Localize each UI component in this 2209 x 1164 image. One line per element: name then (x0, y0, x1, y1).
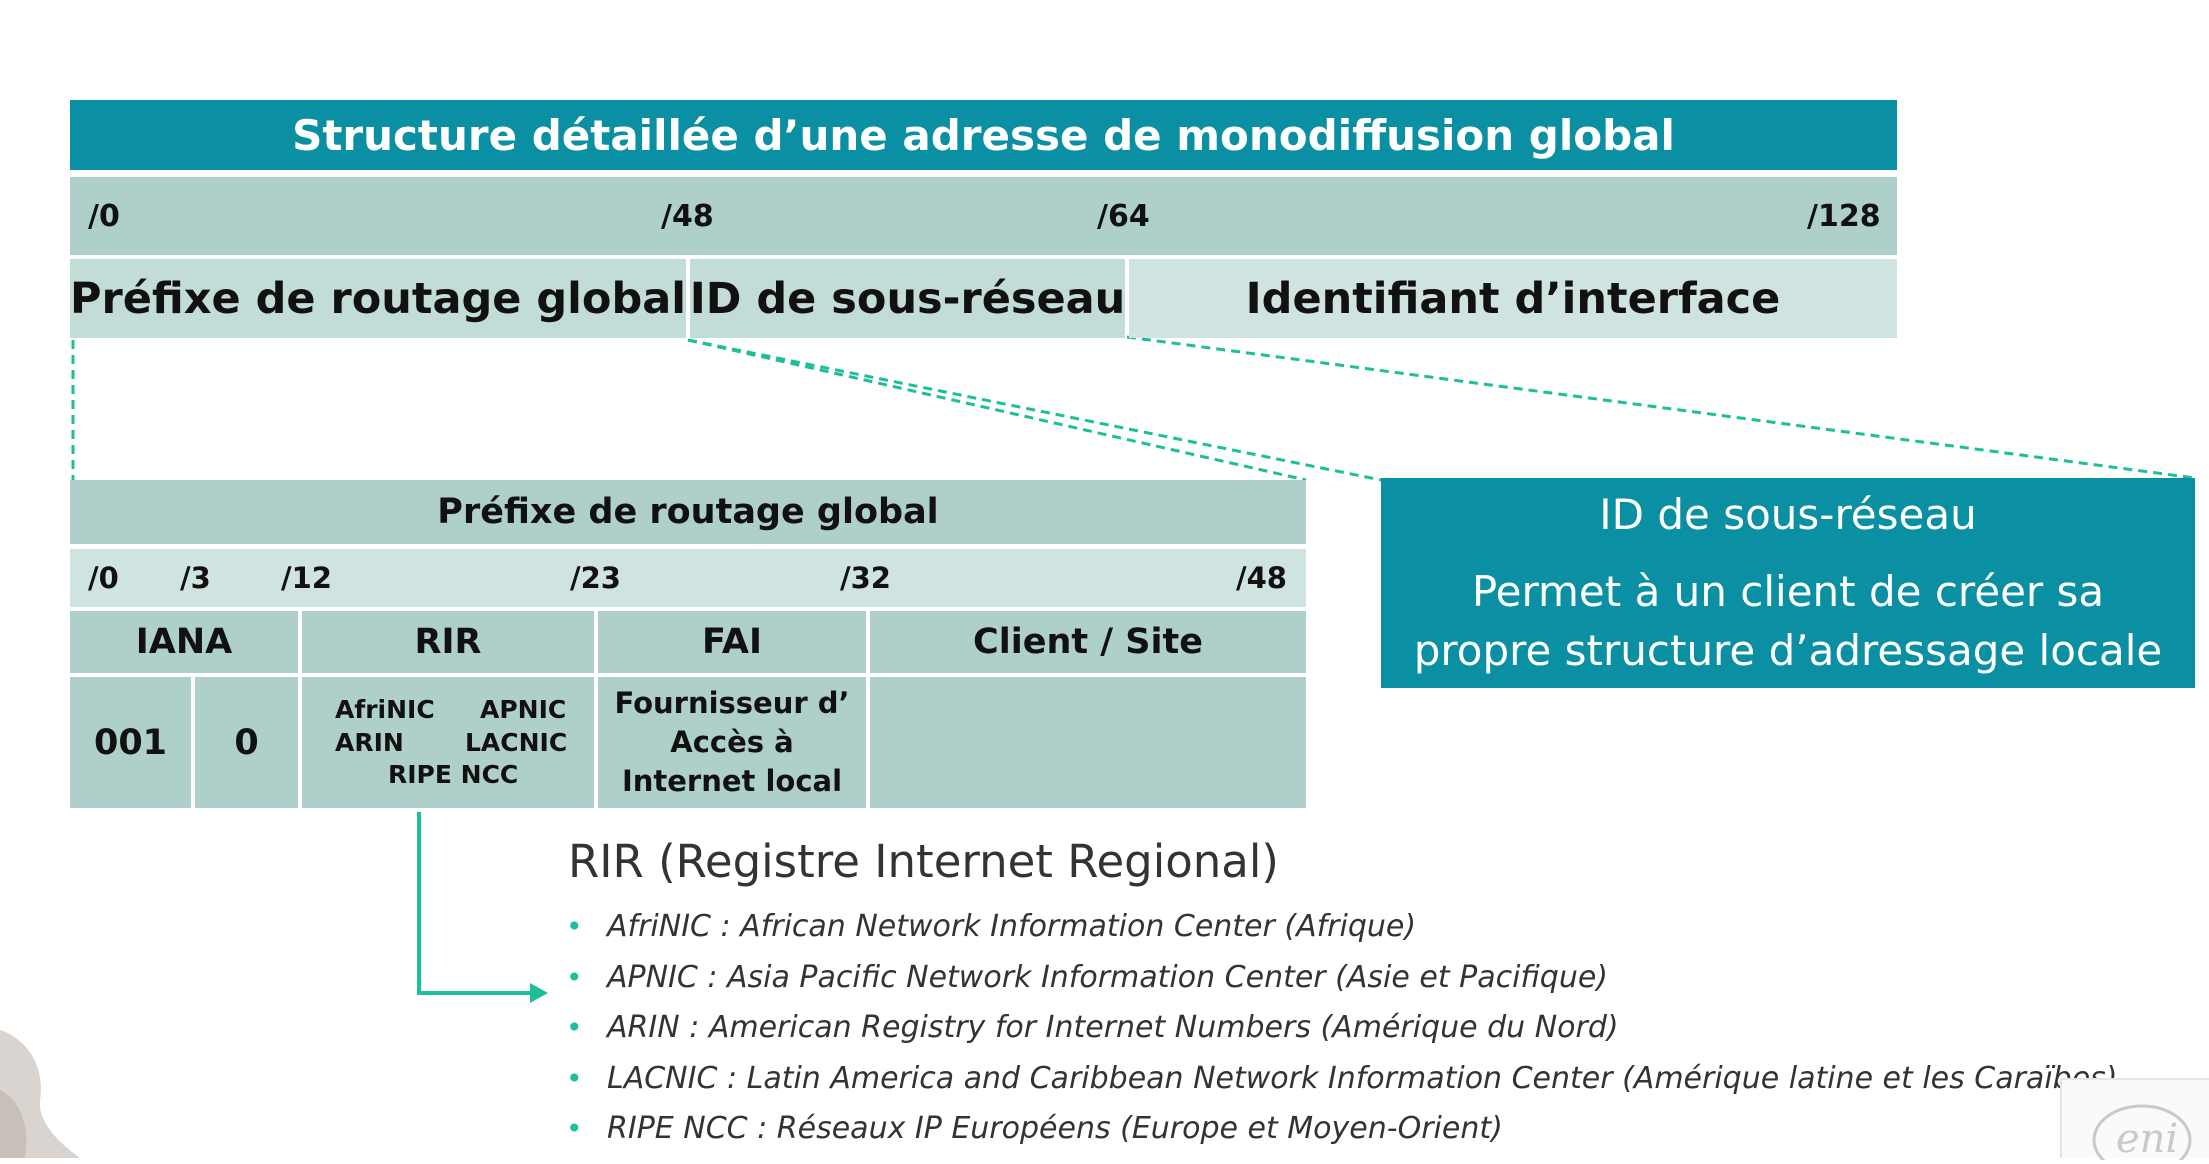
list-item: • AfriNIC : African Network Information C… (566, 905, 2118, 956)
rir-name: LACNIC (465, 728, 568, 757)
dashed-connector-subnet-left-a (687, 338, 1307, 482)
tick-label: /64 (1097, 199, 1150, 234)
tick-label: /12 (281, 561, 332, 595)
address-bit-scale: /0 /48 /64 /128 (70, 177, 1897, 255)
routing-prefix-bit-scale: /0 /3 /12 /23 /32 /48 (70, 549, 1306, 607)
list-item: • RIPE NCC : Réseaux IP Européens (Europe… (566, 1107, 2118, 1158)
diagram-title: Structure détaillée d’une adresse de mon… (70, 100, 1897, 170)
callout-line: Permet à un client de créer sa (1471, 567, 2105, 616)
eni-logo: eni (2060, 1078, 2209, 1164)
logo-text: eni (2116, 1116, 2178, 1160)
callout-title: ID de sous-réseau (1599, 490, 1977, 539)
tick-label: /32 (840, 561, 891, 595)
rir-item-text: ARIN : American Registry for Internet Nu… (607, 1010, 1619, 1045)
segment-interface-id: Identifiant d’interface (1129, 259, 1897, 338)
callout-description: Permet à un client de créer sa propre st… (1381, 562, 2195, 680)
segment-subnet-id: ID de sous-réseau (690, 259, 1125, 338)
tick-label: /128 (1807, 199, 1881, 234)
fai-description-cell: Fournisseur d’ Accès à Internet local (598, 677, 866, 808)
bullet-icon: • (566, 1112, 583, 1145)
bullet-icon: • (566, 960, 583, 994)
rir-name: ARIN (335, 728, 404, 757)
rir-list: • AfriNIC : African Network Information C… (566, 905, 2118, 1158)
routing-prefix-detail-title: Préfixe de routage global (70, 480, 1306, 544)
segment-routing-prefix: Préfixe de routage global (70, 259, 686, 338)
list-item: • APNIC : Asia Pacific Network Informatio… (566, 956, 2118, 1007)
tick-label: /3 (180, 561, 211, 595)
subnet-id-callout: ID de sous-réseau Permet à un client de … (1381, 478, 2195, 688)
iana-value-bit: 0 (195, 677, 298, 808)
tick-label: /48 (1236, 561, 1287, 595)
rir-name: AfriNIC (335, 695, 435, 724)
rir-arrow-line (417, 812, 538, 995)
dashed-connector-subnet-left-b (687, 338, 1382, 482)
rir-item-text: APNIC : Asia Pacific Network Information… (607, 959, 1609, 995)
tick-label: /23 (570, 561, 621, 595)
iana-value-prefix: 001 (70, 677, 191, 808)
tick-label: /0 (88, 199, 120, 234)
bullet-icon: • (566, 910, 583, 943)
list-item: • LACNIC : Latin America and Caribbean Ne… (566, 1057, 2118, 1108)
tick-label: /48 (661, 199, 714, 234)
header-iana: IANA (70, 611, 298, 673)
bullet-icon: • (566, 1011, 583, 1044)
presenter-image (0, 1030, 80, 1158)
fai-line: Internet local (621, 764, 843, 798)
tick-label: /0 (88, 561, 119, 595)
fai-line: Fournisseur d’ (614, 686, 850, 720)
dashed-connector-subnet-right (1126, 335, 2196, 480)
callout-line: propre structure d’adressage locale (1413, 626, 2163, 675)
rir-item-text: AfriNIC : African Network Information Ce… (607, 909, 1417, 944)
rir-name: RIPE NCC (388, 760, 519, 789)
rir-names-cell: AfriNIC APNIC ARIN LACNIC RIPE NCC (302, 677, 594, 808)
fai-line: Accès à (670, 725, 794, 759)
rir-item-text: RIPE NCC : Réseaux IP Européens (Europe … (607, 1111, 1503, 1146)
header-fai: FAI (598, 611, 866, 673)
rir-heading: RIR (Registre Internet Regional) (568, 835, 1279, 888)
header-rir: RIR (302, 611, 594, 673)
client-site-cell (870, 677, 1306, 808)
header-client-site: Client / Site (870, 611, 1306, 673)
rir-arrow-head (530, 983, 548, 1003)
rir-item-text: LACNIC : Latin America and Caribbean Net… (607, 1060, 2118, 1096)
rir-name: APNIC (480, 695, 567, 724)
bullet-icon: • (566, 1061, 583, 1095)
list-item: • ARIN : American Registry for Internet N… (566, 1006, 2118, 1057)
